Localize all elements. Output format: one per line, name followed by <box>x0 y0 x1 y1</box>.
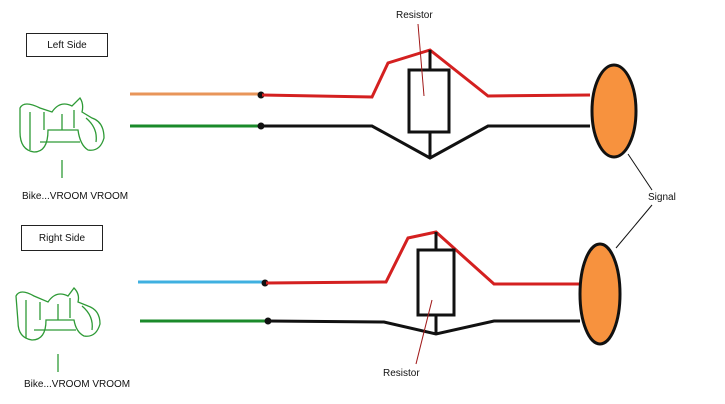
left-signal <box>590 63 638 159</box>
left-resistor <box>407 68 451 134</box>
left-bike-label: Bike...VROOM VROOM <box>22 191 129 202</box>
left-junction-top <box>257 91 265 99</box>
signal-pointer-top <box>627 153 653 191</box>
right-side-label: Right Side <box>21 225 103 251</box>
right-side-diagram <box>15 230 622 372</box>
left-resistor-label-pointer <box>417 23 425 97</box>
right-resistor-label-pointer <box>415 299 433 365</box>
left-junction-bottom <box>257 122 265 130</box>
right-bike-sketch <box>15 287 101 372</box>
left-side-label: Left Side <box>26 33 108 57</box>
right-red-wire <box>265 230 580 286</box>
signal-label: Signal <box>648 192 676 203</box>
left-resistor-label: Resistor <box>396 10 433 21</box>
left-side-diagram <box>19 23 638 178</box>
right-bike-label: Bike...VROOM VROOM <box>24 379 131 390</box>
right-junction-top <box>261 279 269 287</box>
right-resistor-label: Resistor <box>383 368 420 379</box>
signal-pointer-bottom <box>615 204 653 249</box>
right-signal <box>578 242 622 346</box>
right-resistor <box>416 248 456 317</box>
left-bike-sketch <box>19 96 105 178</box>
left-red-wire <box>261 48 591 99</box>
